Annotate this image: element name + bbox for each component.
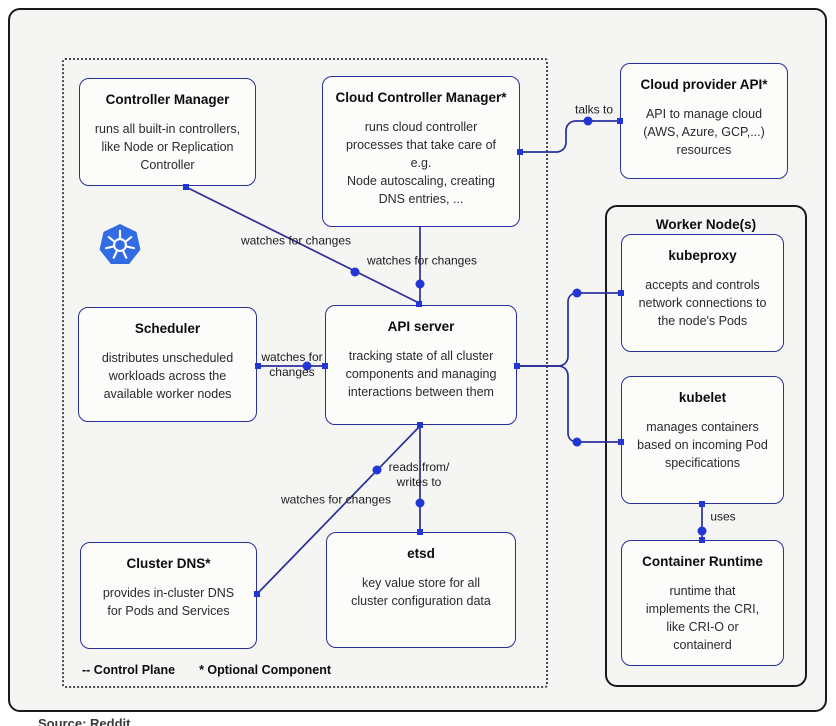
label-ccm-watches: watches for changes: [366, 253, 478, 268]
legend-control-plane: -- Control Plane: [82, 663, 176, 677]
container-runtime-box: Container Runtime runtime that implement…: [621, 540, 784, 666]
worker-nodes-title: Worker Node(s): [655, 217, 757, 232]
cluster-dns-body: provides in-cluster DNS for Pods and Ser…: [102, 586, 235, 618]
cluster-dns-box: Cluster DNS* provides in-cluster DNS for…: [80, 542, 257, 649]
legend: -- Control Plane * Optional Component: [82, 663, 331, 677]
legend-optional-component: * Optional Component: [199, 663, 331, 677]
kubeproxy-body: accepts and controls network connections…: [638, 278, 767, 328]
kubelet-body: manages containers based on incoming Pod…: [637, 420, 768, 470]
api-server-box: API server tracking state of all cluster…: [325, 305, 517, 425]
label-cm-watches: watches for changes: [240, 233, 352, 248]
label-talks-to: talks to: [574, 102, 614, 117]
label-scheduler-watches: watches for changes: [261, 350, 323, 379]
cloud-provider-api-body: API to manage cloud (AWS, Azure, GCP,...…: [643, 107, 765, 157]
cloud-controller-manager-title: Cloud Controller Manager*: [335, 90, 507, 105]
cluster-dns-title: Cluster DNS*: [126, 556, 211, 571]
kubeproxy-title: kubeproxy: [668, 248, 737, 263]
cloud-controller-manager-body: runs cloud controller processes that tak…: [345, 120, 497, 206]
cloud-provider-api-box: Cloud provider API* API to manage cloud …: [620, 63, 788, 179]
label-dns-watches: watches for changes: [280, 492, 392, 507]
kubelet-title: kubelet: [678, 390, 727, 405]
api-server-title: API server: [387, 319, 455, 334]
cloud-controller-manager-box: Cloud Controller Manager* runs cloud con…: [322, 76, 520, 227]
kubeproxy-box: kubeproxy accepts and controls network c…: [621, 234, 784, 352]
container-runtime-title: Container Runtime: [642, 554, 763, 569]
scheduler-title: Scheduler: [134, 321, 201, 336]
kubelet-box: kubelet manages containers based on inco…: [621, 376, 784, 504]
etsd-box: etsd key value store for all cluster con…: [326, 532, 516, 648]
controller-manager-body: runs all built-in controllers, like Node…: [94, 122, 241, 172]
cloud-provider-api-title: Cloud provider API*: [640, 77, 768, 92]
label-reads-writes: reads from/ writes to: [388, 460, 450, 489]
api-server-body: tracking state of all cluster components…: [345, 349, 497, 399]
container-runtime-body: runtime that implements the CRI, like CR…: [645, 584, 760, 652]
scheduler-body: distributes unscheduled workloads across…: [101, 351, 234, 401]
source-credit: Source: Reddit: [38, 716, 131, 726]
etsd-body: key value store for all cluster configur…: [351, 576, 491, 608]
label-uses: uses: [710, 509, 736, 524]
controller-manager-title: Controller Manager: [105, 92, 230, 107]
kubernetes-logo-icon: [98, 223, 142, 267]
scheduler-box: Scheduler distributes unscheduled worklo…: [78, 307, 257, 422]
etsd-title: etsd: [407, 546, 435, 561]
controller-manager-box: Controller Manager runs all built-in con…: [79, 78, 256, 186]
